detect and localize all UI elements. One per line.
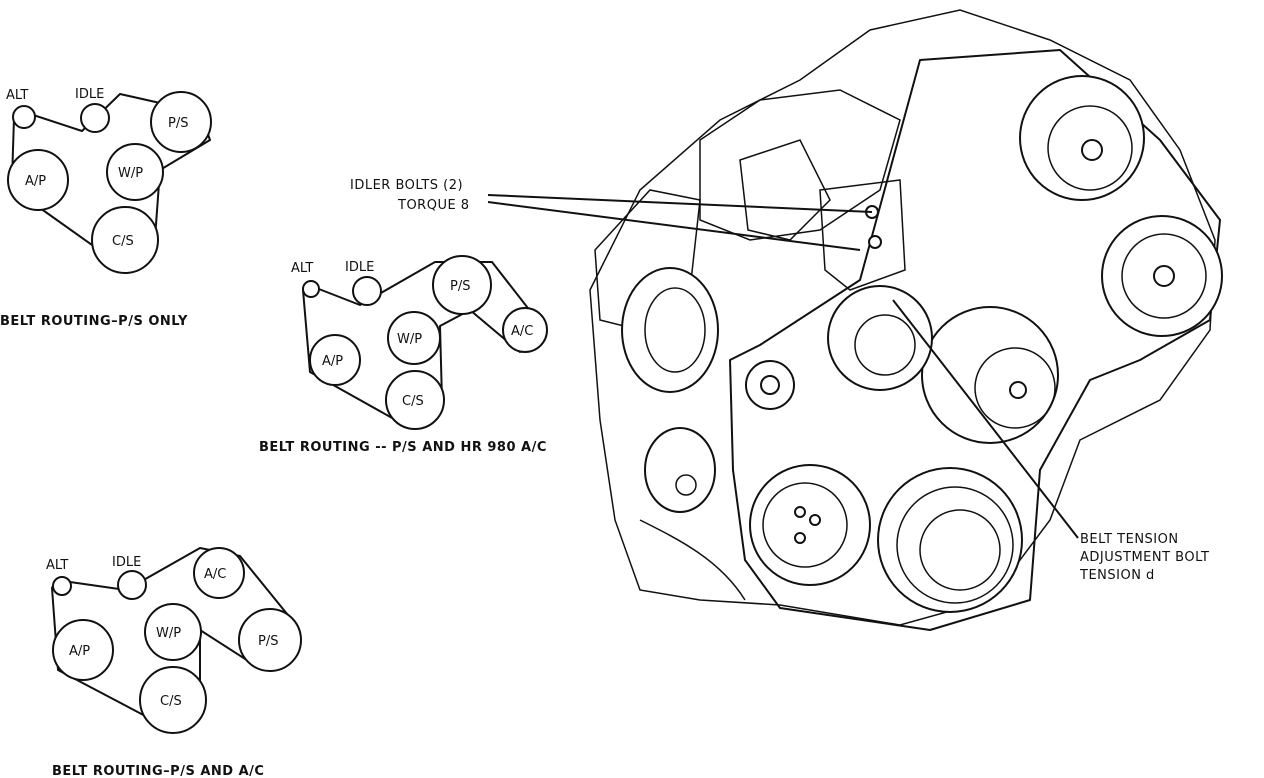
leader-line-lower: [487, 201, 861, 251]
idler-bolt-2: [868, 235, 882, 249]
damper-bolt-2: [809, 514, 821, 526]
diagram-ps-and-ac: ALT IDLE A/C A/P W/P P/S C/S BELT ROUTIN…: [46, 547, 302, 778]
damper-pulley: [749, 464, 871, 586]
pulley-wp: [106, 143, 164, 201]
label-idle: IDLE: [112, 555, 141, 570]
leader-line-upper: [487, 194, 873, 213]
pulley-ps: [238, 608, 302, 672]
pulley-wp: [144, 603, 202, 661]
callout-tension-line1: BELT TENSION: [1080, 532, 1179, 547]
pulley-ap: [7, 149, 69, 211]
callout-idler-bolts: IDLER BOLTS (2) TORQUE 8: [350, 178, 873, 251]
label-ap: A/P: [69, 644, 90, 659]
callout-tension-line2: ADJUSTMENT BOLT: [1080, 550, 1210, 565]
pulley-cs: [139, 666, 207, 734]
idler-pulley-inner: [854, 314, 916, 376]
pulley-ps: [432, 255, 492, 315]
label-ap: A/P: [25, 174, 46, 189]
label-idle: IDLE: [75, 87, 104, 102]
engine-illustration: [589, 9, 1223, 631]
ac-compressor-hub: [1081, 139, 1103, 161]
hose: [639, 519, 746, 601]
distributor: [739, 139, 831, 241]
label-ps: P/S: [258, 634, 278, 649]
label-cs: C/S: [112, 234, 134, 249]
caption-ps-and-ac: BELT ROUTING–P/S AND A/C: [52, 764, 264, 778]
label-ps: P/S: [450, 279, 470, 294]
water-pump-pulley: [921, 306, 1059, 444]
intake-manifold: [699, 89, 901, 241]
power-steering-inner: [1121, 233, 1207, 319]
pulley-ap: [52, 619, 114, 681]
ac-compressor-inner: [1047, 105, 1133, 191]
pulley-alt: [302, 280, 320, 298]
label-ac: A/C: [511, 324, 533, 339]
pulley-ps: [150, 91, 212, 153]
callout-idler-line1: IDLER BOLTS (2): [350, 178, 463, 193]
engine-serpentine-belt: [729, 49, 1221, 631]
pulley-idle: [80, 103, 110, 133]
damper-bolt-3: [794, 532, 806, 544]
damper-pulley-inner: [762, 482, 848, 568]
label-alt: ALT: [291, 261, 313, 276]
label-wp: W/P: [156, 626, 181, 641]
pulley-idle: [352, 276, 382, 306]
damper-bolt-1: [794, 506, 806, 518]
label-idle: IDLE: [345, 260, 374, 275]
air-pump-hub: [675, 474, 697, 496]
label-alt: ALT: [6, 88, 28, 103]
callout-tension-line3: TENSION d: [1079, 568, 1155, 583]
pulley-cs: [385, 370, 445, 430]
pulley-wp: [387, 311, 441, 365]
label-wp: W/P: [397, 332, 422, 347]
pulley-cs: [91, 206, 159, 274]
pulley-alt: [52, 576, 72, 596]
callout-belt-tension: BELT TENSION ADJUSTMENT BOLT TENSION d: [892, 299, 1210, 583]
label-ac: A/C: [204, 567, 226, 582]
caption-ps-and-hr980-ac: BELT ROUTING -- P/S AND HR 980 A/C: [259, 440, 547, 455]
pulley-ap: [309, 334, 361, 386]
label-alt: ALT: [46, 558, 68, 573]
callout-idler-line2: TORQUE 8: [397, 198, 470, 213]
alternator: [621, 267, 719, 393]
bracket: [819, 179, 906, 291]
label-ap: A/P: [322, 354, 343, 369]
diagram-ps-and-hr980-ac: ALT IDLE P/S A/C W/P A/P C/S BELT ROUTIN…: [259, 255, 548, 455]
label-wp: W/P: [118, 166, 143, 181]
pulley-ac: [193, 547, 245, 599]
crankshaft-pulley-groove: [896, 486, 1014, 604]
power-steering-hub: [1153, 265, 1175, 287]
idler-pulley: [827, 285, 933, 391]
engine-block-outline: [589, 9, 1216, 626]
ac-compressor-pulley: [1019, 75, 1145, 201]
alternator-inner: [644, 287, 706, 373]
pulley-ac: [502, 307, 548, 353]
crankshaft-pulley: [877, 467, 1023, 613]
pulley-alt: [12, 105, 36, 129]
air-pump: [644, 427, 716, 513]
water-pump-hub: [1009, 381, 1027, 399]
leader-line-tension: [892, 299, 1079, 539]
tensioner-bolt: [760, 375, 780, 395]
label-cs: C/S: [402, 394, 424, 409]
caption-ps-only: BELT ROUTING–P/S ONLY: [0, 314, 188, 329]
label-cs: C/S: [160, 694, 182, 709]
label-ps: P/S: [168, 116, 188, 131]
water-pump-inner: [974, 347, 1056, 429]
crankshaft-pulley-inner: [919, 509, 1001, 591]
diagram-ps-only: ALT IDLE P/S A/P W/P C/S BELT ROUTING–P/…: [0, 87, 212, 329]
pulley-idle: [117, 570, 147, 600]
